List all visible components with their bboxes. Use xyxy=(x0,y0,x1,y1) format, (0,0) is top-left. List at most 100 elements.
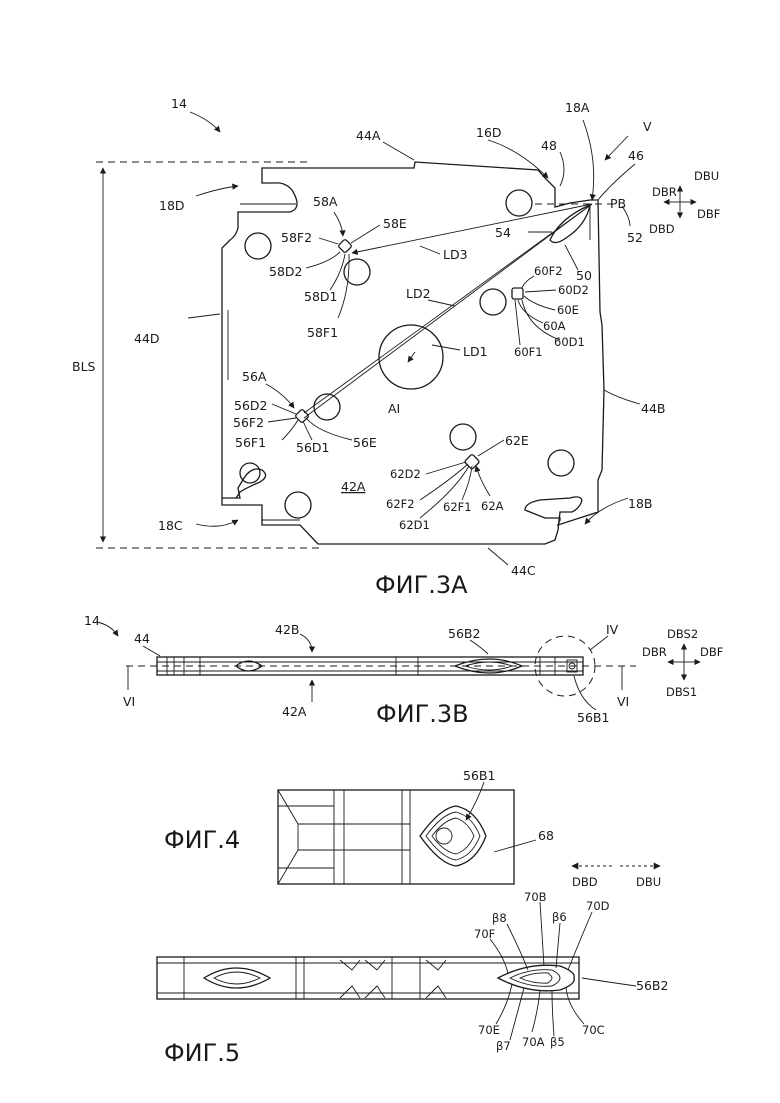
leader-62D2 xyxy=(426,462,466,474)
diamond-56B1-inner xyxy=(432,818,474,854)
leader-56F1 xyxy=(282,420,298,440)
label-62F2: 62F2 xyxy=(386,497,415,511)
label-70D: 70D xyxy=(586,899,610,913)
dir-up-3b: DBS2 xyxy=(667,627,698,641)
label-60E: 60E xyxy=(557,303,579,317)
label-18D: 18D xyxy=(159,198,185,213)
label-LD3: LD3 xyxy=(443,247,468,262)
leader-60E xyxy=(524,296,555,310)
line-LD2 xyxy=(304,204,592,418)
label-18B: 18B xyxy=(628,496,652,511)
label-VI-right: VI xyxy=(617,694,629,709)
leader-58A xyxy=(334,212,343,236)
leader-18A xyxy=(583,120,594,200)
dir-front: DBF xyxy=(697,207,720,221)
label-LD1: LD1 xyxy=(463,344,488,359)
label-60D1: 60D1 xyxy=(554,335,585,349)
label-56B2-5: 56B2 xyxy=(636,978,668,993)
label-IV: IV xyxy=(606,622,619,637)
leader-44C xyxy=(488,548,508,565)
label-56E: 56E xyxy=(353,435,377,450)
figure-3b: 14 44 42B 56B2 IV VI 42A 56B1 VI DBS2 DB… xyxy=(84,613,723,728)
label-58D1: 58D1 xyxy=(304,289,337,304)
leader-62A xyxy=(476,466,490,496)
center-hole xyxy=(436,828,452,844)
leader-62F2 xyxy=(420,464,468,500)
leader-b6 xyxy=(556,923,560,968)
label-PB: PB xyxy=(610,196,626,211)
label-56F2: 56F2 xyxy=(233,415,264,430)
diamond-60 xyxy=(512,288,523,299)
leader-18C xyxy=(196,520,238,526)
label-14: 14 xyxy=(171,96,187,111)
label-70A: 70A xyxy=(522,1035,545,1049)
leader-60F1 xyxy=(515,300,520,345)
notch-group xyxy=(365,960,385,998)
leader-56F2 xyxy=(268,418,296,422)
leader-56B1-3b xyxy=(574,676,596,710)
label-70E: 70E xyxy=(478,1023,500,1037)
bevel-diag xyxy=(278,850,298,884)
label-56B2-3b: 56B2 xyxy=(448,626,480,641)
label-62F1: 62F1 xyxy=(443,500,472,514)
leader-62F1 xyxy=(462,466,472,500)
lens-56B2-inner xyxy=(520,973,552,983)
label-56B1-4: 56B1 xyxy=(463,768,495,783)
caption-fig3b: ФИГ.3B xyxy=(376,700,469,728)
hole xyxy=(548,450,574,476)
detail-view-box xyxy=(278,790,514,884)
hole xyxy=(285,492,311,518)
leader-46 xyxy=(598,164,635,200)
label-60D2: 60D2 xyxy=(558,283,589,297)
label-70C: 70C xyxy=(582,1023,605,1037)
label-44: 44 xyxy=(134,631,150,646)
dir-front-3b: DBF xyxy=(700,645,723,659)
diamond-58 xyxy=(338,239,352,253)
leader-44D xyxy=(188,314,220,318)
leader-V xyxy=(605,136,628,160)
plate-outline xyxy=(222,162,604,544)
label-50: 50 xyxy=(576,268,592,283)
label-16D: 16D xyxy=(476,125,502,140)
label-42A-3b: 42A xyxy=(282,704,307,719)
leader-70E xyxy=(496,984,512,1024)
leader-LD1 xyxy=(432,345,460,350)
label-62D2: 62D2 xyxy=(390,467,421,481)
label-56B1-3b: 56B1 xyxy=(577,710,609,725)
leader-18D xyxy=(196,186,238,196)
label-48: 48 xyxy=(541,138,557,153)
label-b7: β7 xyxy=(496,1039,511,1053)
direction-cross-3b xyxy=(668,644,700,680)
slot-50 xyxy=(550,205,590,243)
dir-down: DBD xyxy=(649,222,675,236)
leader-58D1 xyxy=(330,254,345,290)
arrow-AI xyxy=(408,352,415,362)
label-60A: 60A xyxy=(543,319,566,333)
leader-58E xyxy=(351,225,380,243)
caption-fig5: ФИГ.5 xyxy=(164,1039,240,1067)
leader-50 xyxy=(565,245,578,270)
label-58A: 58A xyxy=(313,194,338,209)
lens-left-inner xyxy=(214,972,260,984)
label-58E: 58E xyxy=(383,216,407,231)
label-60F1: 60F1 xyxy=(514,345,543,359)
leader-56A xyxy=(266,384,294,408)
figure-5: 70B β8 β6 70D 70F 56B2 70E β7 70A β5 70C… xyxy=(157,890,668,1067)
dir-rear: DBR xyxy=(652,185,677,199)
label-BLS: BLS xyxy=(72,359,96,374)
label-58F2: 58F2 xyxy=(281,230,312,245)
lens-56B2-mid xyxy=(510,970,560,987)
dir-DBU: DBU xyxy=(636,875,661,889)
dir-up: DBU xyxy=(694,169,719,183)
label-56A: 56A xyxy=(242,369,267,384)
hole xyxy=(245,233,271,259)
leader-56B2-5 xyxy=(582,978,636,986)
label-62D1: 62D1 xyxy=(399,518,430,532)
dir-rear-3b: DBR xyxy=(642,645,667,659)
leader-60D2 xyxy=(525,290,556,292)
leader-14 xyxy=(190,112,220,132)
hole xyxy=(450,424,476,450)
leader-44B xyxy=(604,390,640,404)
label-18A: 18A xyxy=(565,100,590,115)
